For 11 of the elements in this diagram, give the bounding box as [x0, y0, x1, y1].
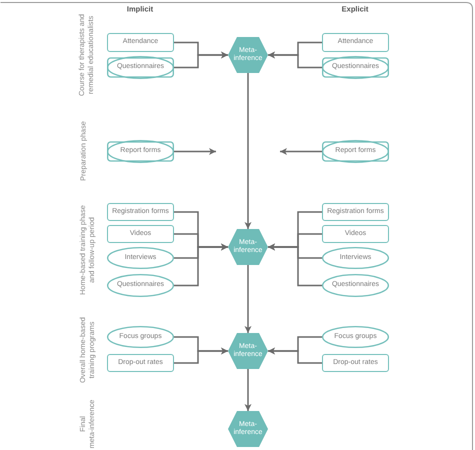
arrow — [280, 148, 322, 155]
arrow — [174, 148, 216, 155]
arrow — [244, 369, 252, 411]
arrow — [268, 244, 322, 286]
arrow — [268, 348, 322, 364]
arrow — [244, 265, 252, 333]
arrow — [174, 244, 228, 286]
arrow — [268, 52, 322, 68]
arrow — [244, 73, 252, 229]
arrow — [174, 52, 228, 68]
arrow — [174, 348, 228, 364]
